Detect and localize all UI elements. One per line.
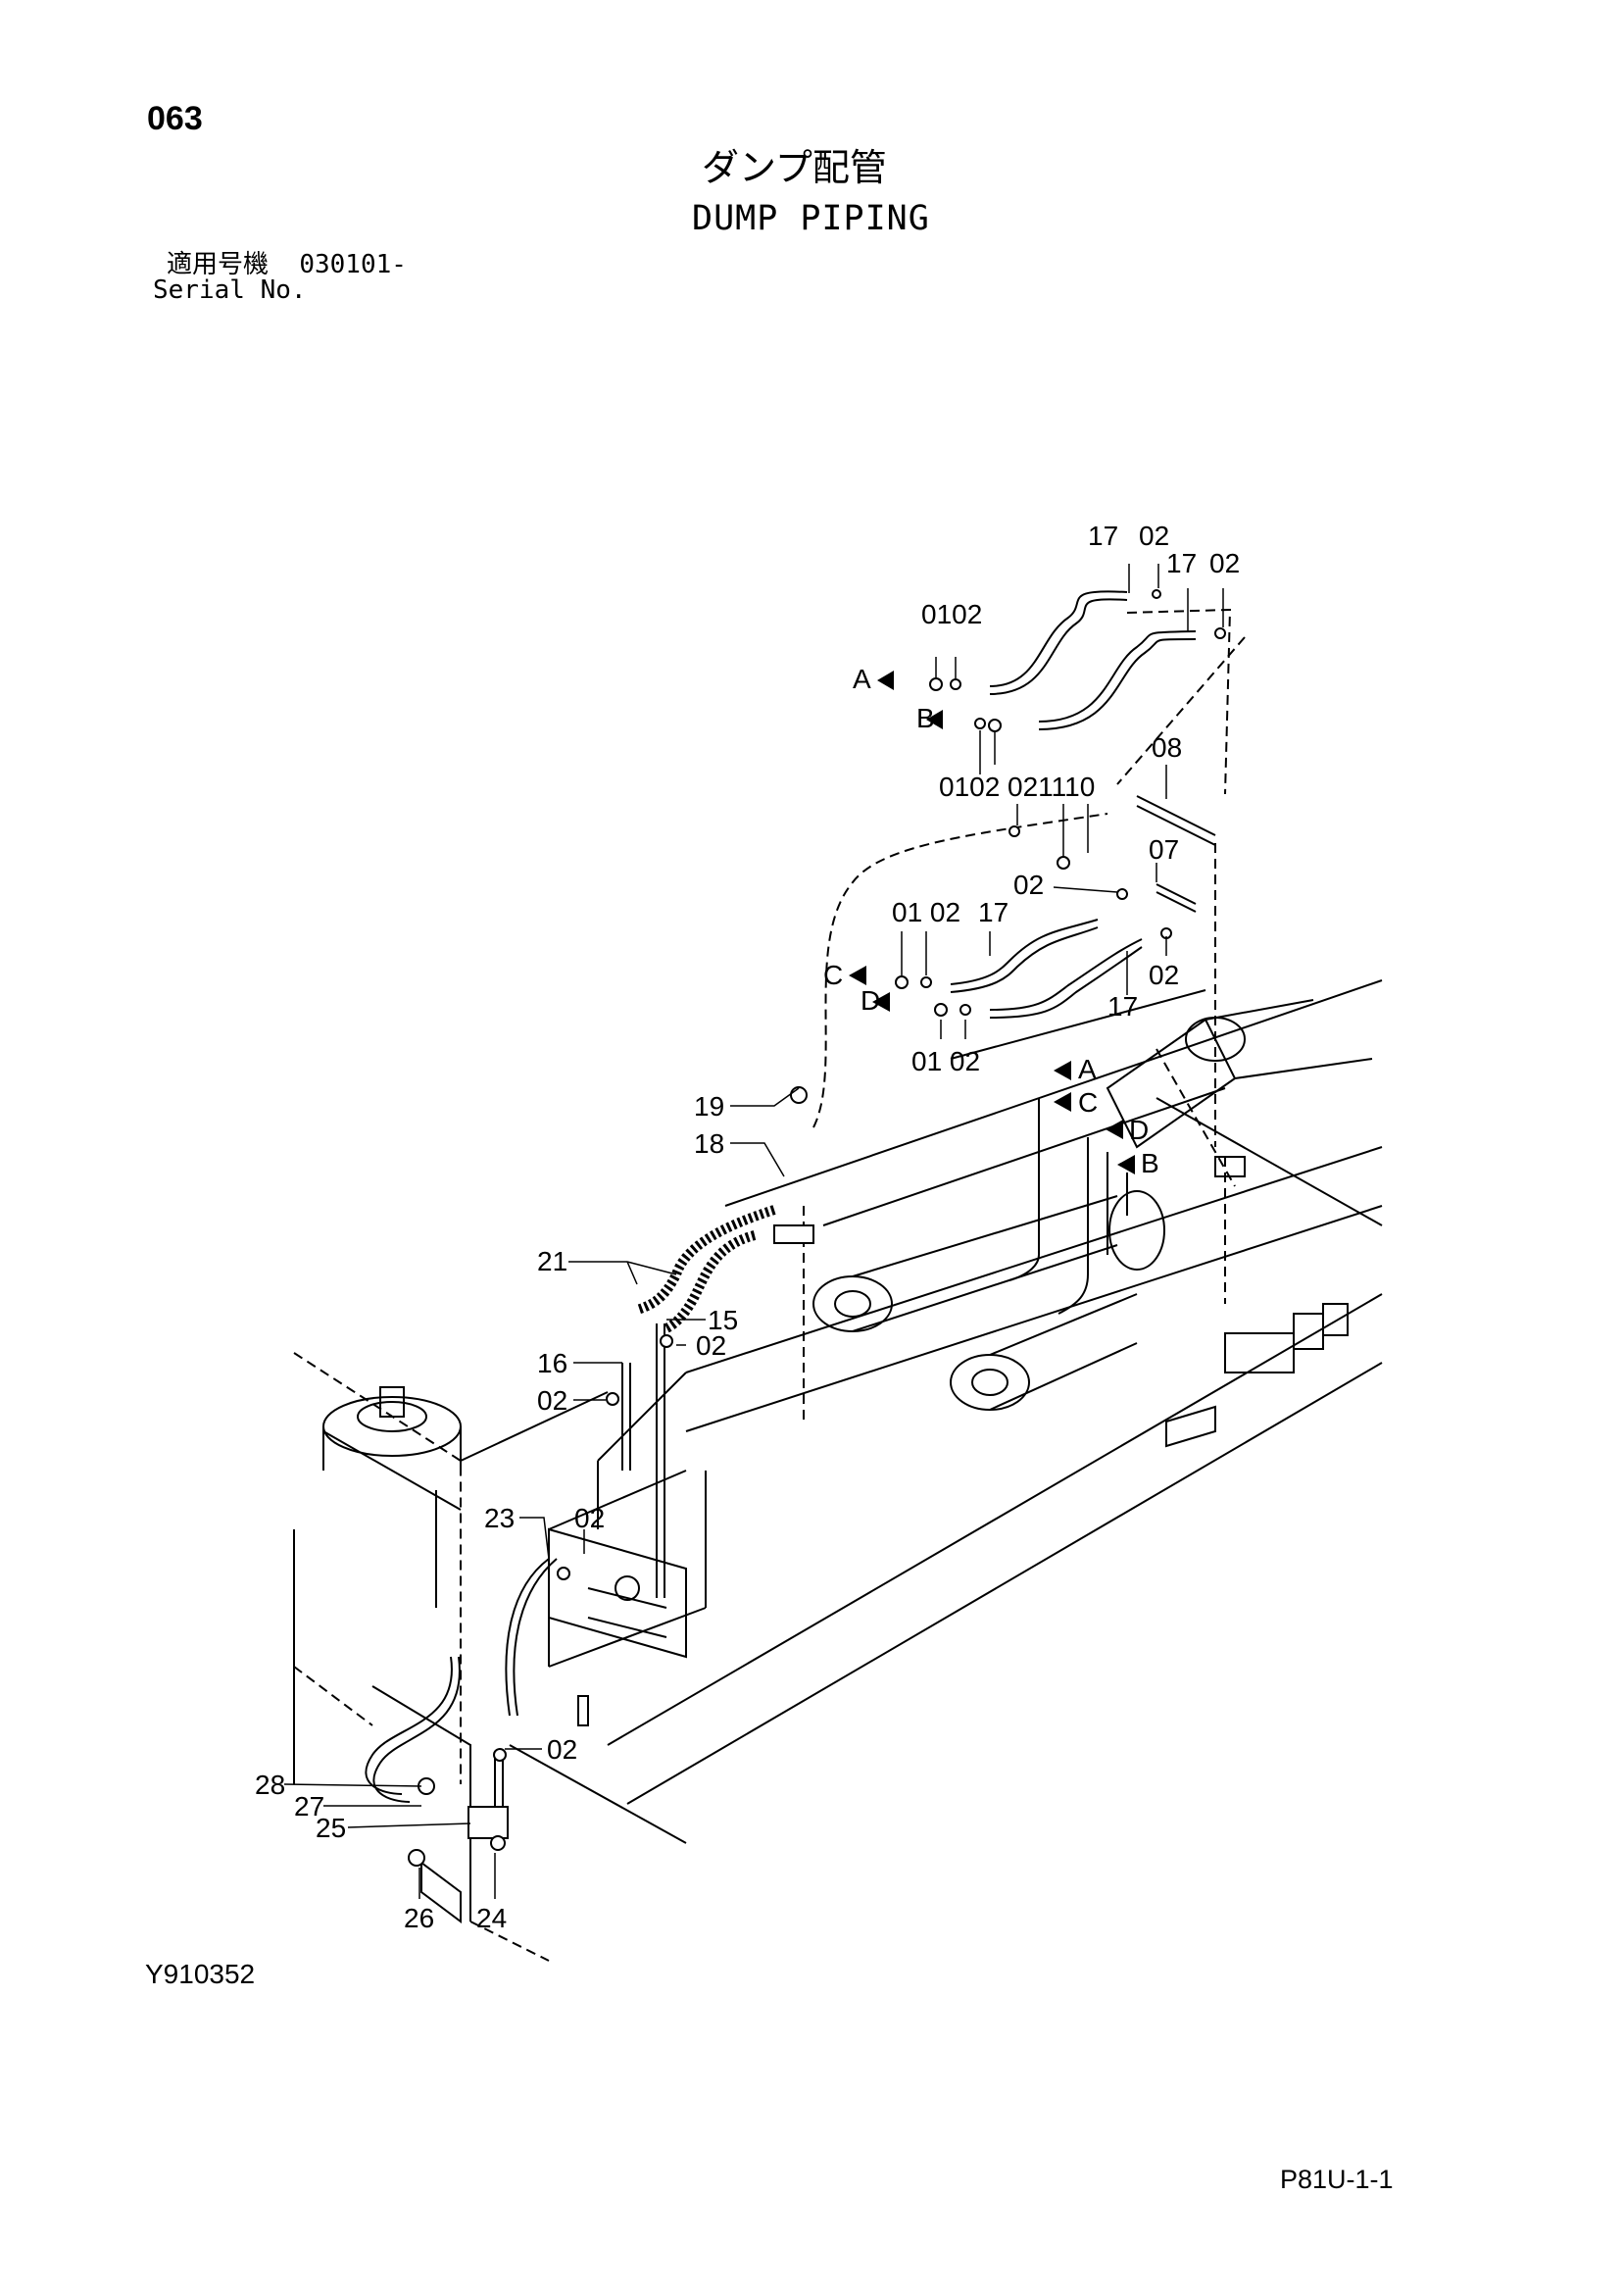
callout-02: 02 [1209,548,1240,578]
callout-17: 17 [1107,991,1138,1022]
page-title-japanese: ダンプ配管 [702,146,887,189]
callout-17: 17 [1166,548,1197,578]
callout-02: 02 [696,1330,726,1361]
view-label-d: D [1129,1115,1149,1145]
callout-02: 02 [547,1734,577,1765]
callout-15: 15 [708,1305,738,1335]
small-parts [408,589,1226,1867]
callout-02: 02 [1013,870,1044,900]
page-number: 063 [147,100,203,137]
callout-21: 21 [537,1246,567,1276]
callout-02: 02 [574,1503,605,1533]
callout-07: 07 [1149,834,1179,865]
view-label-d: D [861,985,880,1016]
serial-label-jp: 適用号機 [167,250,270,279]
view-label-c: C [823,960,843,990]
callout-28: 28 [255,1770,285,1800]
callout-0102: 0102 [921,599,982,629]
callout-02: 02 [1149,960,1179,990]
callout-01-02: 01 02 [892,897,960,927]
serial-line-japanese: 適用号機 030101- [167,252,407,277]
callout-0102: 0102 [939,772,1000,802]
view-label-a: A [853,664,871,694]
callout-23: 23 [484,1503,515,1533]
chassis-frame-drawing [293,979,1383,1962]
serial-value: 030101- [299,250,407,279]
callout-19: 19 [694,1091,724,1122]
callout-18: 18 [694,1128,724,1159]
callout-25: 25 [316,1813,346,1843]
leader-lines [283,564,1224,1899]
callout-24: 24 [476,1903,507,1933]
view-label-c: C [1078,1087,1098,1118]
serial-label-english: Serial No. [153,275,307,305]
view-arrows [849,671,1135,1174]
callout-02: 02 [1139,521,1169,551]
view-label-b: B [916,703,935,733]
view-label-b: B [1141,1148,1159,1178]
page-title-english: DUMP PIPING [692,199,930,238]
callout-17: 17 [1088,521,1118,551]
callout-01-02: 01 02 [911,1046,980,1076]
callout-08: 08 [1152,732,1182,763]
view-label-a: A [1078,1054,1097,1084]
sheet-code: P81U-1-1 [1280,2165,1394,2194]
callout-27: 27 [294,1791,324,1822]
hoses-and-pipes [365,590,1246,1833]
drawing-number: Y910352 [145,1959,256,1989]
callout-labels: 17 02 17 02 0102 A B 0102 021110 08 07 0… [255,521,1240,1933]
callout-16: 16 [537,1348,567,1378]
callout-17: 17 [978,897,1008,927]
callout-02: 02 [537,1385,567,1416]
callout-26: 26 [404,1903,434,1933]
callout-021110-visible: 021110 [1008,772,1095,802]
